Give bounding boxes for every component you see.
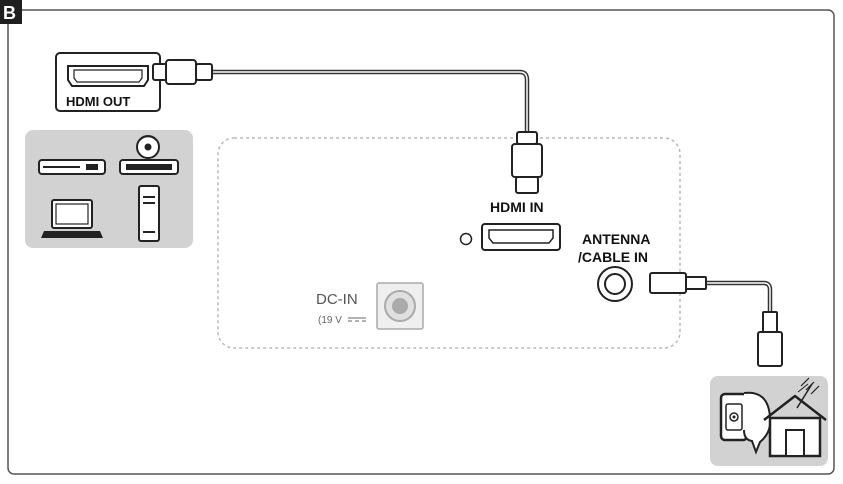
antenna-port [597, 266, 633, 302]
hdmi-out-source: HDMI OUT [55, 52, 161, 112]
house-icon [763, 394, 827, 458]
dc-in-port [376, 282, 424, 330]
hdmi-plug-tv [511, 131, 543, 194]
devices-panel [25, 130, 193, 248]
callout-bubble [743, 391, 772, 455]
dc-in-label: DC-IN [316, 291, 358, 308]
antenna-icon [796, 377, 820, 409]
coax-plug-horizontal [649, 272, 707, 294]
hdmi-in-port [481, 223, 561, 251]
wall-outlet-icon [719, 392, 749, 442]
hdmi-in-label: HDMI IN [490, 199, 544, 215]
laptop-icon [41, 199, 103, 238]
diagram-frame [7, 9, 835, 475]
pc-tower-icon [138, 185, 160, 242]
camcorder-icon [119, 135, 179, 175]
section-letter: B [3, 3, 16, 23]
dc-symbol-icon [348, 317, 366, 322]
antenna-label-line1: ANTENNA [582, 231, 650, 247]
tv-back-panel [217, 137, 681, 349]
hdmi-out-label: HDMI OUT [66, 94, 130, 109]
section-badge: B [0, 0, 22, 24]
hdmi-plug-source [152, 59, 213, 85]
coax-plug-vertical [757, 311, 783, 367]
antenna-label-line2: /CABLE IN [578, 249, 648, 265]
indicator-hole [459, 232, 473, 246]
dc-rating-label: (19 V [318, 315, 342, 326]
hdmi-port-icon [67, 65, 149, 87]
dvd-player-icon [38, 159, 106, 175]
